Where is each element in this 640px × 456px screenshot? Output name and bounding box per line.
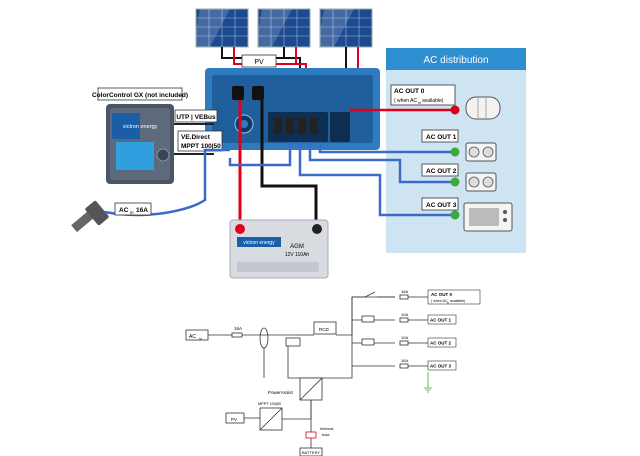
sch-out3: AC OUT 3 bbox=[430, 364, 451, 369]
sch-pv: PV bbox=[231, 417, 237, 422]
water-heater-icon bbox=[465, 96, 501, 120]
sch-mppt: MPPT 100|50 bbox=[258, 402, 281, 406]
sch-out0: AC OUT 0 bbox=[431, 292, 452, 297]
sch-rcd: RCD bbox=[319, 327, 329, 332]
ac-out3-dot bbox=[450, 210, 460, 220]
ac-out0-note-prefix: ( when AC bbox=[394, 98, 417, 104]
vedirect-label-2: MPPT 100|50 bbox=[181, 143, 221, 150]
microwave-icon bbox=[463, 202, 513, 232]
sch-powerassist: PowerAssist bbox=[268, 390, 294, 395]
ac-out1: AC OUT 1 bbox=[421, 129, 497, 162]
easysolar-unit bbox=[205, 68, 380, 150]
colorcontrol-label: ColorControl GX (not included) bbox=[92, 92, 188, 99]
solar-panel-1 bbox=[195, 8, 249, 48]
sch-fuse-out3: 16A bbox=[401, 358, 408, 363]
sch-battery: BATTERY bbox=[302, 450, 320, 455]
sch-out1: AC OUT 1 bbox=[430, 318, 451, 323]
solar-panel-2 bbox=[257, 8, 311, 48]
sch-out2: AC OUT 2 bbox=[430, 341, 451, 346]
ac-out1-label: AC OUT 1 bbox=[426, 134, 457, 141]
battery-negative-terminal bbox=[312, 224, 322, 234]
ac-out3: AC OUT 3 bbox=[421, 197, 513, 232]
ac-out1-dot bbox=[450, 147, 460, 157]
sch-ac-in-sub: in bbox=[199, 337, 202, 341]
sch-fuse-out1: 10A bbox=[401, 312, 408, 317]
ac-out2-label: AC OUT 2 bbox=[426, 168, 457, 175]
sch-out0-note-sub: in bbox=[447, 301, 450, 305]
ac-out0: AC OUT 0 ( when AC in available) bbox=[390, 84, 501, 120]
solar-panel-3 bbox=[319, 8, 373, 48]
vedirect-label-box: VE.Direct MPPT 100|50 bbox=[177, 130, 223, 152]
sch-fuse-16a-in: 16A bbox=[234, 326, 242, 331]
ac-distribution-title: AC distribution bbox=[423, 55, 488, 66]
battery-model-2: 12V 110Ah bbox=[285, 252, 310, 258]
schematic bbox=[185, 291, 432, 456]
schematic-labels: AC in 16A RCD PowerAssist MPPT 100|50 PV… bbox=[189, 289, 408, 455]
sch-out-boxes: AC OUT 0 ( when AC in available) AC OUT … bbox=[427, 289, 481, 371]
ac-in-plug bbox=[71, 200, 109, 233]
sch-fuse-out0: 16A bbox=[401, 289, 408, 294]
socket-icon-2 bbox=[465, 172, 497, 192]
socket-icon-1 bbox=[465, 142, 497, 162]
ac-out0-note-sub: in bbox=[418, 101, 421, 105]
battery-brand: victron energy bbox=[243, 240, 275, 246]
vedirect-label-1: VE.Direct bbox=[181, 134, 211, 141]
sch-out0-note-suffix: available) bbox=[450, 299, 465, 303]
sch-internal-fuse-1: Internal bbox=[320, 426, 333, 431]
utp-label-box: UTP | VEBus bbox=[174, 109, 218, 123]
pv-label-box: PV bbox=[241, 54, 277, 68]
sch-internal-fuse-2: fuse bbox=[322, 432, 330, 437]
battery-positive-terminal bbox=[235, 224, 245, 234]
pv-label: PV bbox=[254, 59, 264, 66]
data-cables bbox=[174, 123, 214, 155]
colorcontrol-gx: ColorControl GX (not included) victron e… bbox=[92, 87, 188, 184]
sch-fuse-out2: 10A bbox=[401, 335, 408, 340]
cc-brand: victron energy bbox=[123, 124, 158, 130]
battery-model-1: AGM bbox=[290, 244, 304, 250]
ac-out3-label: AC OUT 3 bbox=[426, 202, 457, 209]
solar-panels bbox=[195, 8, 373, 48]
sch-out0-note-prefix: ( when AC bbox=[431, 299, 448, 303]
ac-out-cables bbox=[228, 108, 455, 217]
ac-out0-note-suffix: available) bbox=[422, 98, 444, 104]
ac-out2-dot bbox=[450, 177, 460, 187]
ac-in-rating: 16A bbox=[136, 207, 148, 214]
ac-out2: AC OUT 2 bbox=[421, 163, 497, 192]
battery: victron energy AGM 12V 110Ah bbox=[229, 219, 329, 279]
ac-out0-label: AC OUT 0 bbox=[394, 88, 425, 95]
sch-ac-in: AC bbox=[189, 334, 196, 340]
ac-out0-dot bbox=[450, 105, 460, 115]
ac-in-label: AC bbox=[119, 207, 129, 214]
ac-in-label-box: AC in 16A bbox=[114, 202, 152, 216]
ac-in-sub: in bbox=[130, 210, 134, 215]
dc-negative-cable bbox=[260, 100, 318, 222]
utp-label: UTP | VEBus bbox=[176, 114, 216, 121]
